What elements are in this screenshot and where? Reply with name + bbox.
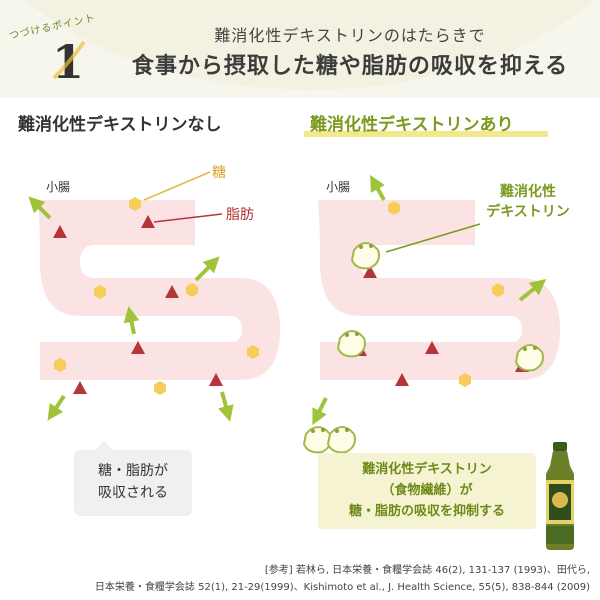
fiber-particle xyxy=(515,344,544,372)
sugar-particle xyxy=(154,381,166,395)
reference-line1: [参考] 若林ら, 日本栄養・食糧学会誌 46(2), 131-137 (199… xyxy=(264,565,590,576)
intestine-left xyxy=(38,200,280,380)
fiber-label-line xyxy=(385,223,481,253)
fiber-particle xyxy=(327,426,356,454)
absorption-arrows-left xyxy=(28,196,234,422)
reference-text: [参考] 若林ら, 日本栄養・食糧学会誌 46(2), 131-137 (199… xyxy=(0,562,590,596)
sugar-label: 糖 xyxy=(212,165,226,181)
fiber-particle xyxy=(351,242,380,270)
product-bottle-image xyxy=(538,440,582,552)
callout-right-line1: 難消化性デキストリン xyxy=(362,462,492,477)
page-subtitle: 難消化性デキストリンのはたらきで xyxy=(214,26,486,45)
fat-label: 脂肪 xyxy=(226,207,254,223)
absorption-arrows-right xyxy=(312,175,547,426)
fiber-label-line2: デキストリン xyxy=(486,204,570,220)
intestine-label-left: 小腸 xyxy=(46,180,71,194)
sugar-label-line xyxy=(143,171,211,201)
callout-left-line1: 糖・脂肪が xyxy=(98,463,168,479)
callout-left-line2: 吸収される xyxy=(98,485,168,501)
intestine-right xyxy=(318,200,560,380)
callout-right-line3: 糖・脂肪の吸収を抑制する xyxy=(348,504,505,519)
intestine-diagram xyxy=(28,171,560,454)
fiber-particle xyxy=(337,330,366,358)
callout-right-line2: （食物繊維）が xyxy=(381,483,473,498)
intestine-label-right: 小腸 xyxy=(326,180,351,194)
fat-label-line xyxy=(153,213,223,223)
column-title-highlight xyxy=(304,131,548,137)
column-title-without: 難消化性デキストリンなし xyxy=(18,115,222,135)
reference-line2: 日本栄養・食糧学会誌 52(1), 21-29(1999)、Kishimoto … xyxy=(94,582,590,593)
column-title-with: 難消化性デキストリンあり xyxy=(310,115,514,135)
fat-particle xyxy=(73,381,87,394)
header: つづけるポイント 1 難消化性デキストリンのはたらきで 食事から摂取した糖や脂肪… xyxy=(0,0,600,98)
point-number-badge: 1 xyxy=(48,34,88,89)
callout-suppressed: 難消化性デキストリン （食物繊維）が 糖・脂肪の吸収を抑制する xyxy=(318,453,536,529)
fiber-particle xyxy=(303,426,332,454)
callout-absorbed: 糖・脂肪が 吸収される xyxy=(74,440,192,516)
fiber-label-line1: 難消化性 xyxy=(500,184,556,200)
fiber-label: 難消化性 デキストリン xyxy=(478,182,578,222)
page-title: 食事から摂取した糖や脂肪の吸収を抑える xyxy=(131,54,569,79)
